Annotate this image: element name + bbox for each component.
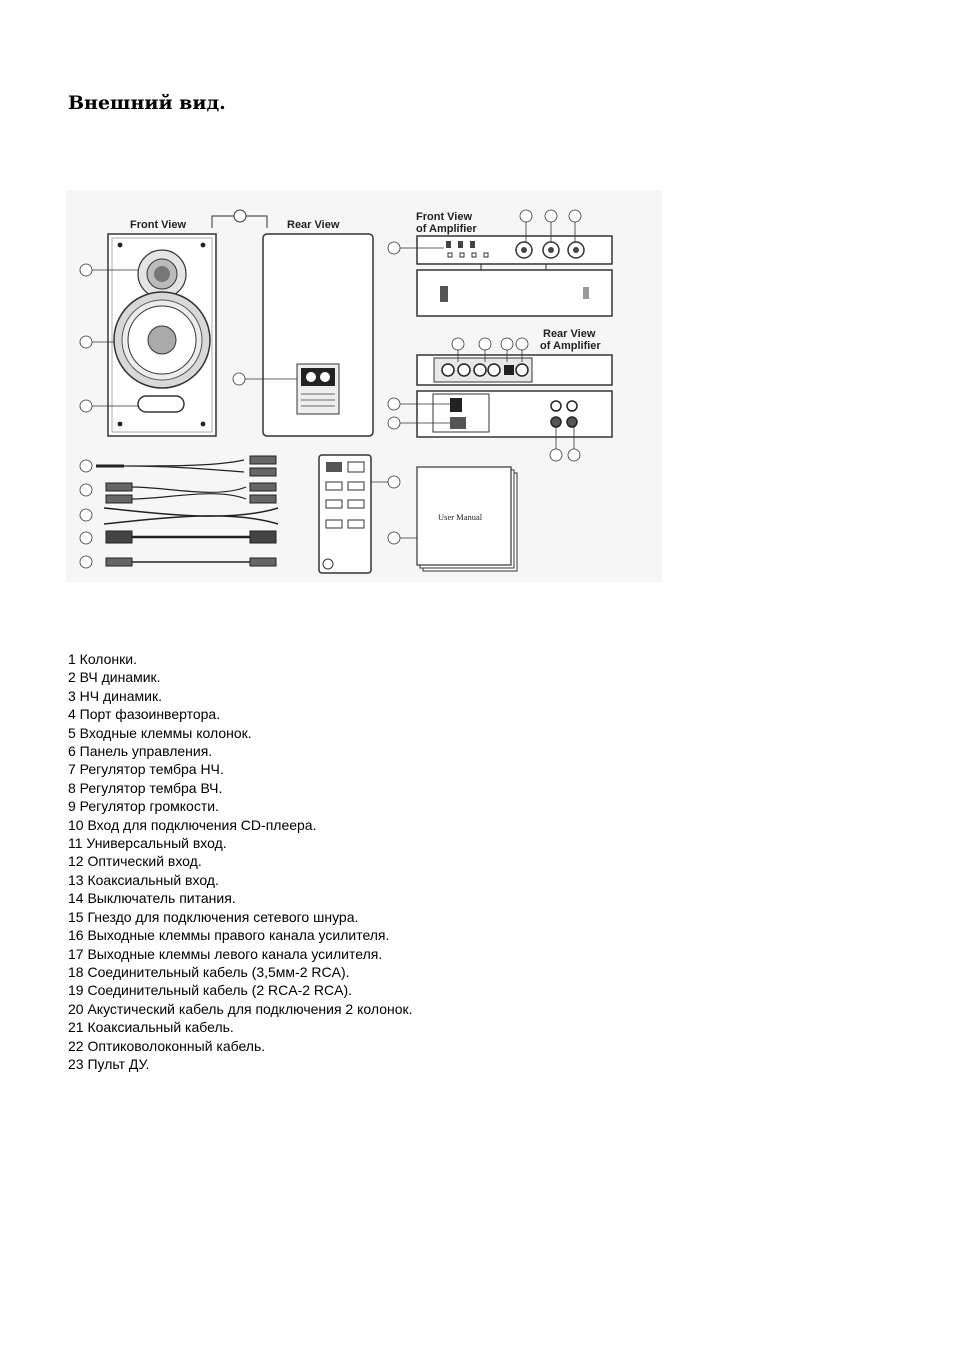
amplifier-front	[416, 235, 613, 317]
list-item: 18 Соединительный кабель (3,5мм-2 RCA).	[68, 963, 350, 980]
list-item: 21 Коаксиальный кабель.	[68, 1019, 234, 1036]
list-item: 14 Выключатель питания.	[68, 890, 236, 907]
list-item: 13 Коаксиальный вход.	[68, 871, 219, 888]
list-item: 20 Акустический кабель для подключения 2…	[68, 1000, 413, 1017]
list-item: 5 Входные клеммы колонок.	[68, 724, 252, 741]
list-item: 17 Выходные клеммы левого канала усилите…	[68, 945, 383, 962]
callout-5	[232, 372, 297, 386]
list-item: 6 Панель управления.	[68, 743, 213, 760]
callouts-cables	[79, 459, 93, 569]
parts-list: 1 Колонки. 2 ВЧ динамик. 3 НЧ динамик. 4…	[68, 650, 413, 1073]
list-item: 4 Порт фазоинвертора.	[68, 706, 221, 723]
bass-port-icon	[137, 395, 185, 413]
list-item: 23 Пульт ДУ.	[68, 1055, 150, 1072]
list-item: 11 Универсальный вход.	[68, 835, 227, 852]
remote-control	[318, 454, 372, 574]
callouts-amp-front	[387, 209, 582, 255]
user-manual: User Manual	[416, 466, 518, 572]
product-diagram: Front View Rear View	[66, 190, 662, 582]
amp-front-label-1: Front View	[416, 211, 472, 223]
callouts-front	[79, 263, 138, 413]
list-item: 15 Гнездо для подключения сетевого шнура…	[68, 908, 359, 925]
list-item: 2 ВЧ динамик.	[68, 669, 161, 686]
woofer-icon	[113, 291, 211, 389]
callouts-amp-rear	[387, 337, 581, 462]
rear-speaker	[262, 233, 374, 437]
list-item: 3 НЧ динамик.	[68, 687, 162, 704]
front-speaker	[107, 233, 217, 437]
cable-3-5mm-2rca-icon	[96, 455, 277, 477]
callout-manual	[387, 531, 417, 545]
coaxial-cable-icon	[105, 557, 277, 567]
page-title: Внешний вид.	[68, 92, 226, 114]
amp-rear-label-1: Rear View	[543, 328, 596, 340]
amp-rear-label-2: of Amplifier	[540, 340, 601, 352]
list-item: 16 Выходные клеммы правого канала усилит…	[68, 927, 390, 944]
callout-1	[211, 209, 268, 228]
front-view-label: Front View	[130, 219, 186, 231]
list-item: 7 Регулятор тембра НЧ.	[68, 761, 224, 778]
treble-knob-icon	[542, 241, 560, 259]
manual-title: User Manual	[438, 512, 483, 522]
amp-front-label-2: of Amplifier	[416, 223, 477, 235]
list-item: 19 Соединительный кабель (2 RCA-2 RCA).	[68, 982, 353, 999]
cables	[96, 455, 279, 567]
callout-remote	[371, 475, 401, 489]
list-item: 1 Колонки.	[68, 651, 137, 667]
rear-view-label: Rear View	[287, 219, 340, 231]
volume-knob-icon	[567, 241, 585, 259]
speaker-cable-icon	[103, 507, 279, 525]
list-item: 22 Оптиковолоконный кабель.	[68, 1037, 266, 1054]
list-item: 10 Вход для подключения CD-плеера.	[68, 816, 317, 833]
optical-cable-icon	[105, 530, 277, 544]
bass-knob-icon	[515, 241, 533, 259]
amplifier-rear	[416, 354, 613, 438]
list-item: 12 Оптический вход.	[68, 853, 202, 870]
cable-2rca-2rca-icon	[105, 482, 277, 504]
tweeter-icon	[137, 249, 187, 299]
list-item: 8 Регулятор тембра ВЧ.	[68, 779, 223, 796]
list-item: 9 Регулятор громкости.	[68, 798, 219, 815]
